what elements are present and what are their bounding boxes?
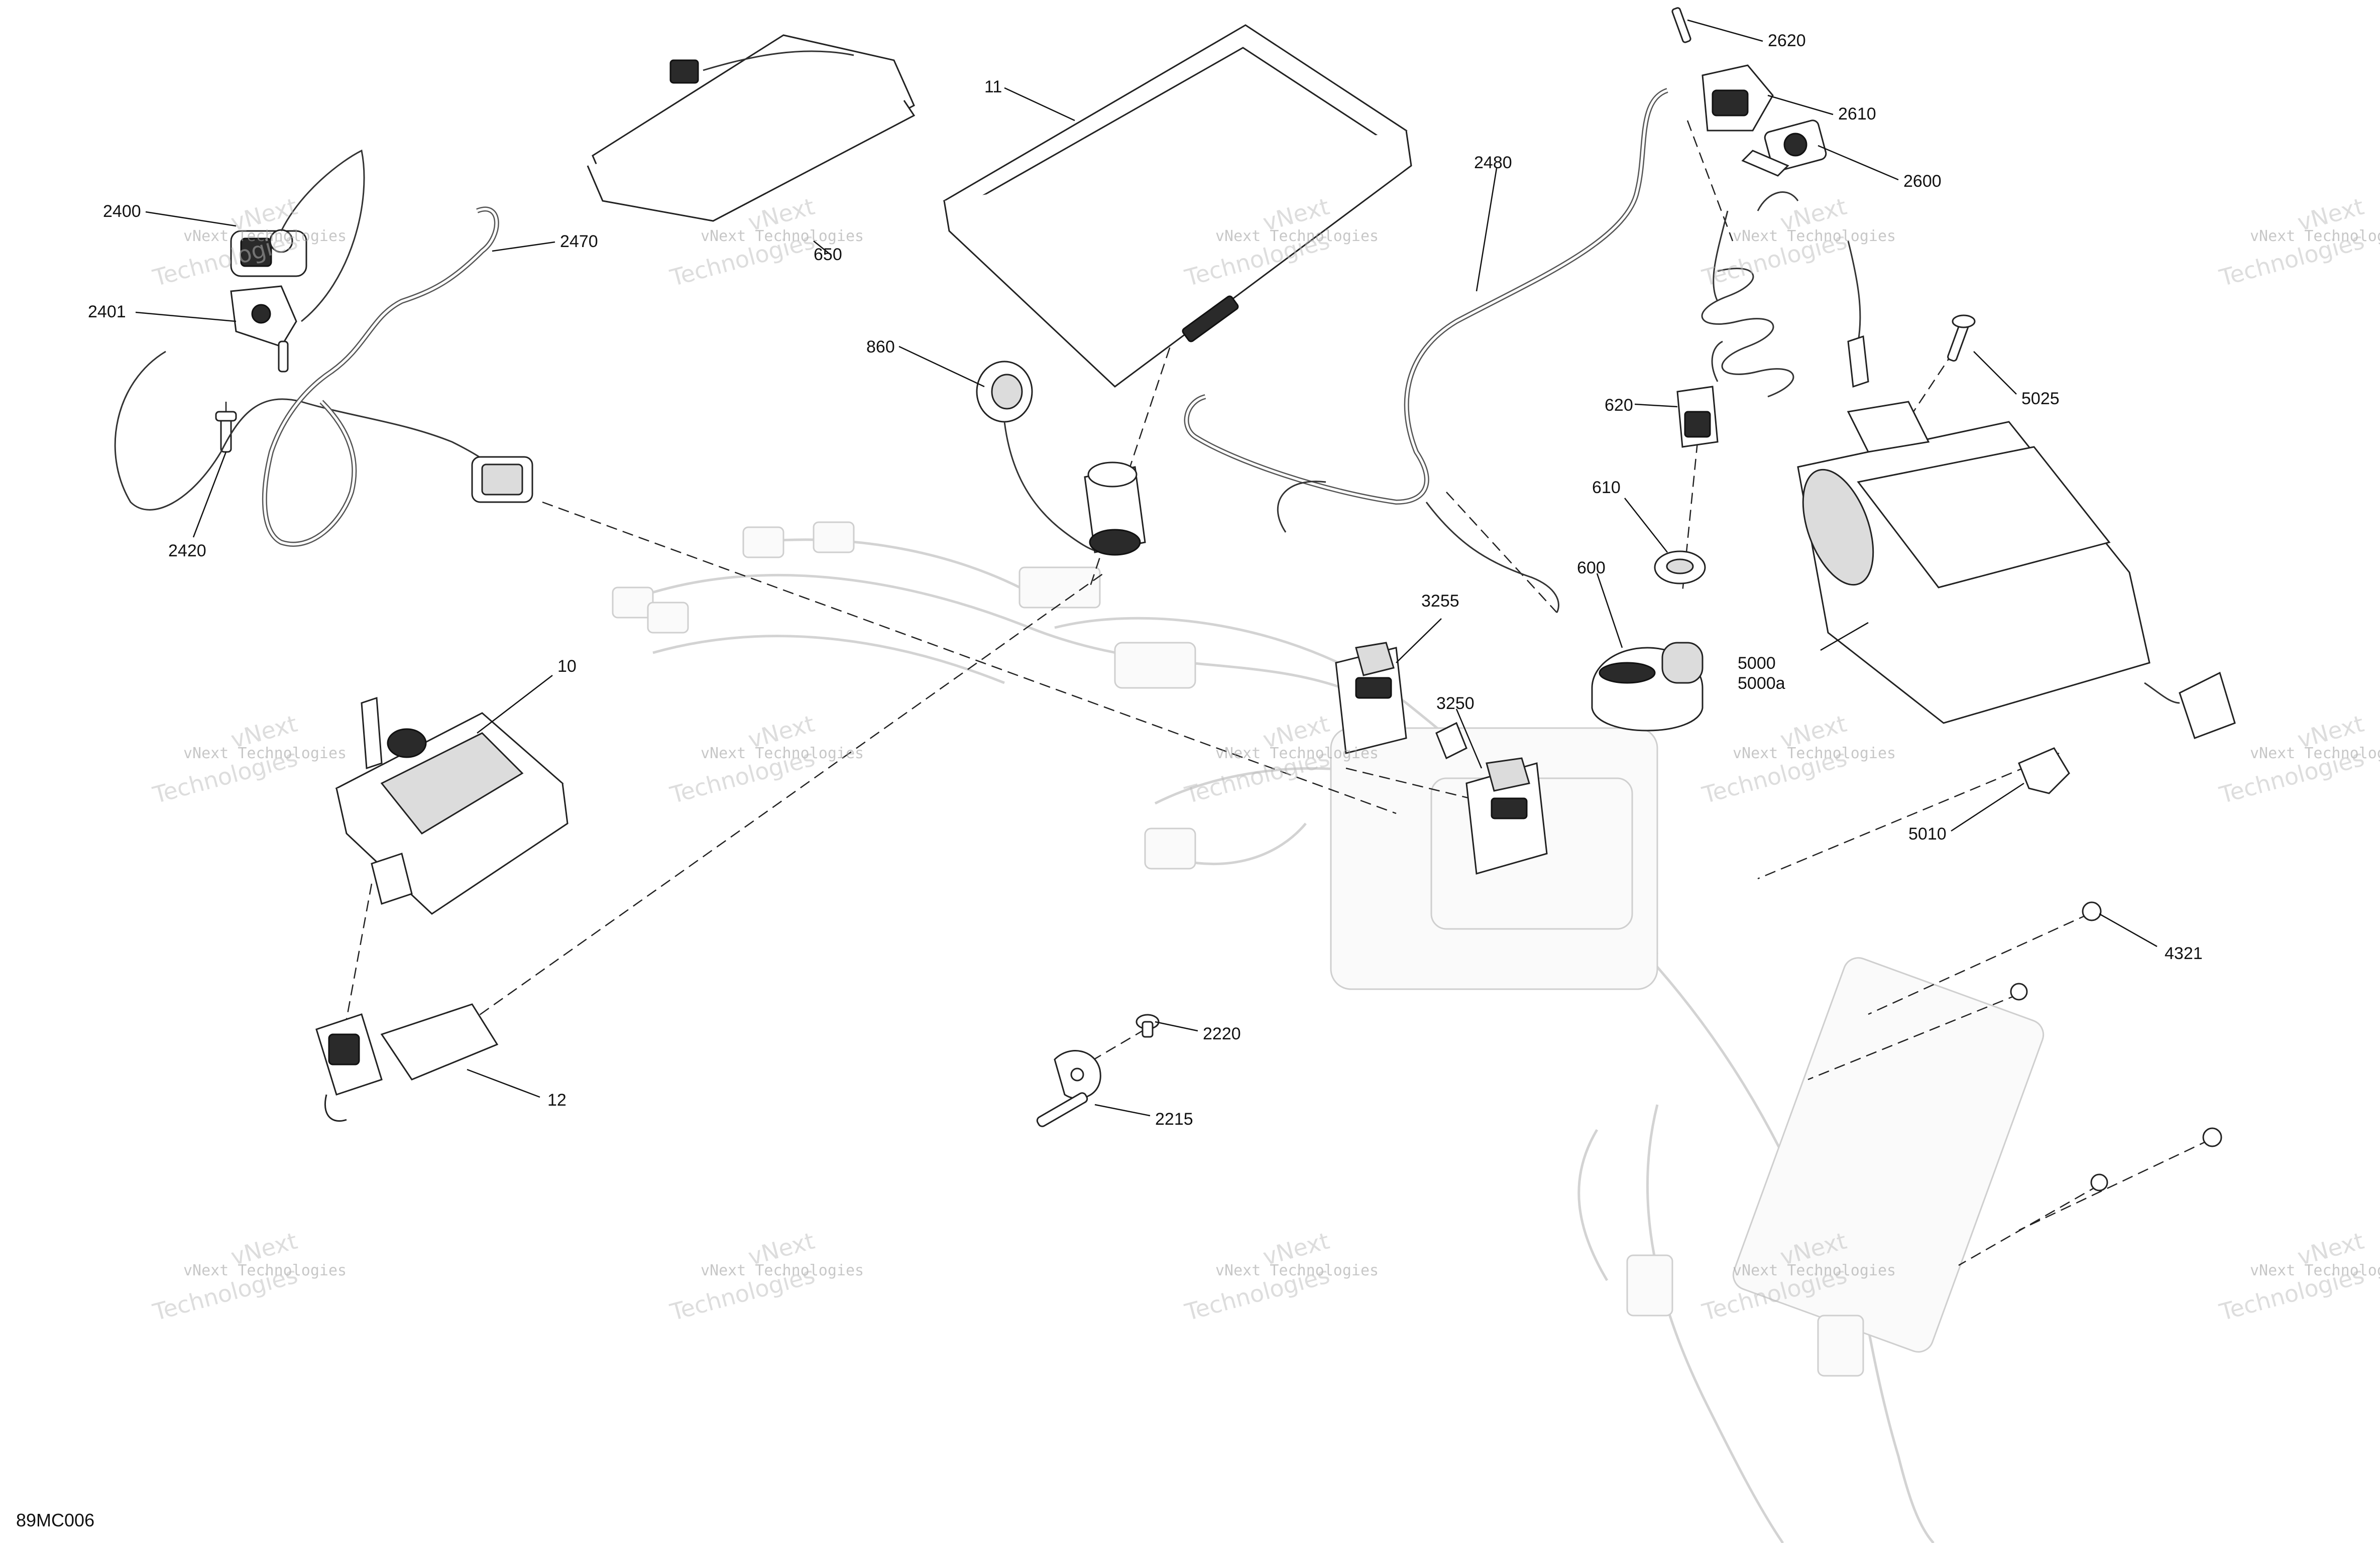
label-3255: 3255 xyxy=(1421,591,1459,611)
watermark: vNext Technologies vNext Technologies xyxy=(1699,710,1896,809)
part-12-connector xyxy=(315,1003,499,1122)
part-2215-bolt xyxy=(1036,1050,1101,1127)
part-10-fuse-box xyxy=(335,696,569,915)
watermark: vNext Technologies vNext Technologies xyxy=(1182,1227,1379,1326)
part-600-ignition-switch xyxy=(1591,642,1704,732)
label-2610: 2610 xyxy=(1838,104,1876,124)
label-4321: 4321 xyxy=(2165,944,2203,963)
part-650-cover xyxy=(587,34,916,222)
svg-text:vNext Technologies: vNext Technologies xyxy=(2250,1262,2380,1279)
watermark: vNext Technologies vNext Technologies xyxy=(150,1227,347,1326)
part-2401-bracket xyxy=(230,285,297,347)
svg-text:vNext Technologies: vNext Technologies xyxy=(2250,745,2380,762)
label-2470: 2470 xyxy=(560,232,598,251)
label-2620: 2620 xyxy=(1768,31,1806,50)
watermark: vNext Technologies vNext Technologies xyxy=(150,710,347,809)
part-11-display xyxy=(943,24,1412,388)
leader-lines xyxy=(135,19,2158,1117)
part-2470-cable xyxy=(114,206,533,547)
label-11: 11 xyxy=(984,77,1002,96)
part-3255-rocker-switch xyxy=(1335,642,1407,754)
part-860-socket xyxy=(976,361,1146,556)
watermark: vNext Technologies vNext Technologies xyxy=(2216,1227,2380,1326)
label-2400: 2400 xyxy=(103,202,141,221)
svg-text:vNext Technologies: vNext Technologies xyxy=(1733,1262,1896,1279)
part-labels: 2400 2401 2420 2470 650 11 860 2480 2620… xyxy=(88,31,2203,1129)
label-650: 650 xyxy=(814,245,842,264)
figure-code: 89MC006 xyxy=(16,1510,94,1530)
part-2610-housing xyxy=(1702,64,1774,132)
label-2215: 2215 xyxy=(1155,1110,1193,1129)
svg-text:vNext Technologies: vNext Technologies xyxy=(1215,1262,1379,1279)
svg-text:vNext Technologies: vNext Technologies xyxy=(1215,227,1379,245)
label-2401: 2401 xyxy=(88,302,126,321)
label-2480: 2480 xyxy=(1474,153,1512,172)
part-2600-switch xyxy=(1741,120,1827,177)
label-600: 600 xyxy=(1577,558,1606,577)
part-5010-clip xyxy=(2018,747,2070,794)
label-620: 620 xyxy=(1605,396,1633,415)
part-4321-nuts xyxy=(2010,901,2222,1192)
svg-text:vNext Technologies: vNext Technologies xyxy=(2250,227,2380,245)
svg-text:vNext Technologies: vNext Technologies xyxy=(183,745,347,762)
label-5000a: 5000a xyxy=(1738,674,1785,693)
label-12: 12 xyxy=(547,1091,566,1110)
label-10: 10 xyxy=(557,657,577,676)
part-610-nut xyxy=(1654,550,1706,584)
part-2220-screw xyxy=(1136,1014,1160,1038)
watermark: vNext Technologies vNext Technologies xyxy=(2216,193,2380,292)
svg-text:vNext Technologies: vNext Technologies xyxy=(1733,227,1896,245)
watermark: vNext Technologies vNext Technologies xyxy=(667,1227,864,1326)
part-5000-ecu xyxy=(1797,401,2236,739)
watermark: vNext Technologies vNext Technologies xyxy=(1699,193,1896,292)
svg-text:vNext Technologies: vNext Technologies xyxy=(1733,745,1896,762)
svg-text:vNext Technologies: vNext Technologies xyxy=(701,1262,864,1279)
svg-text:vNext Technologies: vNext Technologies xyxy=(183,227,347,245)
main-wiring-harness xyxy=(612,521,2045,1543)
label-2600: 2600 xyxy=(1903,172,1942,191)
label-2220: 2220 xyxy=(1203,1024,1241,1043)
label-5000: 5000 xyxy=(1738,654,1776,673)
svg-text:vNext Technologies: vNext Technologies xyxy=(701,227,864,245)
watermark: vNext Technologies vNext Technologies xyxy=(667,710,864,809)
part-2400-switch xyxy=(230,149,365,322)
assembly-lines xyxy=(225,120,2210,1266)
label-3250: 3250 xyxy=(1436,694,1475,713)
part-2620-screw xyxy=(1671,7,1691,43)
label-610: 610 xyxy=(1592,478,1621,497)
label-860: 860 xyxy=(866,337,895,357)
part-620-coiled-cord xyxy=(1676,191,1869,448)
part-3250-rocker-switch xyxy=(1435,722,1548,875)
part-5025-screw xyxy=(1947,314,1976,362)
svg-text:vNext Technologies: vNext Technologies xyxy=(183,1262,347,1279)
part-2480-cable xyxy=(1184,88,1668,613)
svg-text:vNext Technologies: vNext Technologies xyxy=(1215,745,1379,762)
label-2420: 2420 xyxy=(168,541,206,560)
svg-text:vNext Technologies: vNext Technologies xyxy=(701,745,864,762)
label-5025: 5025 xyxy=(2021,389,2060,408)
label-5010: 5010 xyxy=(1908,824,1947,844)
watermark: vNext Technologies vNext Technologies xyxy=(2216,710,2380,809)
